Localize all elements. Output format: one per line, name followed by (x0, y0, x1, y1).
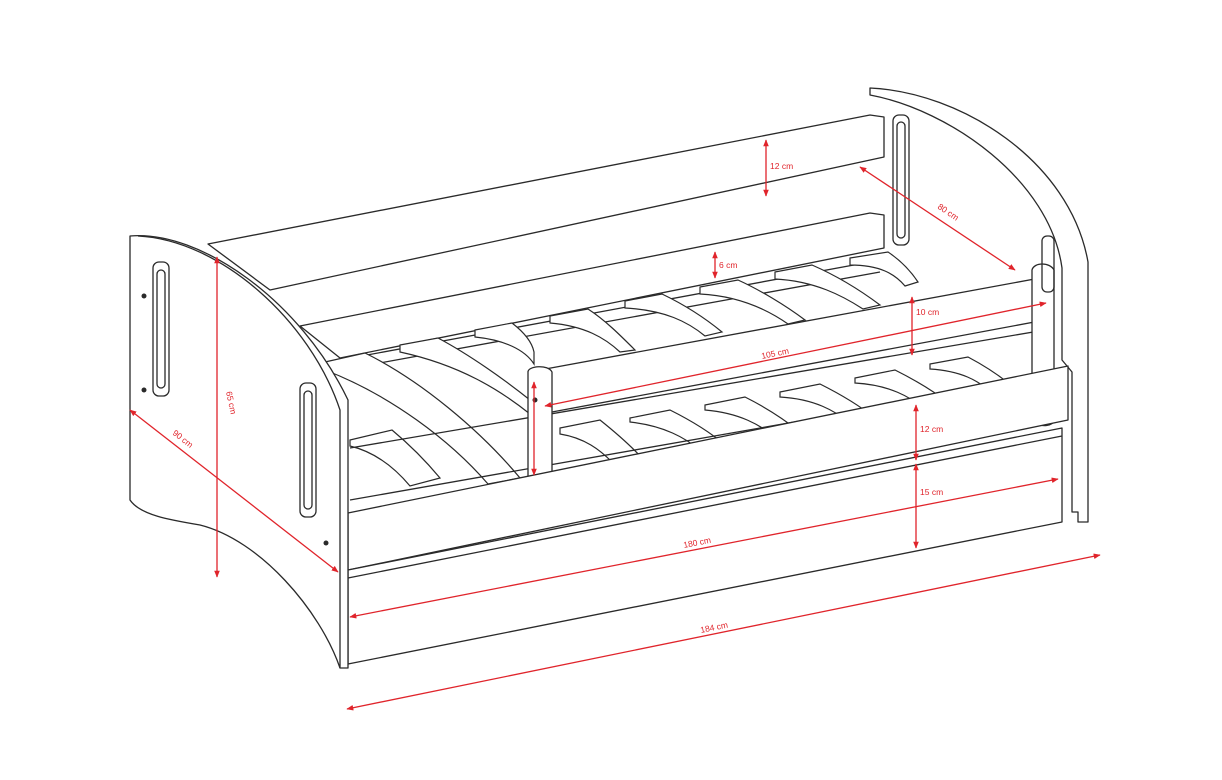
dim-length-total-label: 184 cm (699, 620, 728, 635)
slat (349, 429, 442, 487)
slat (474, 322, 535, 367)
dim-guard-length (544, 301, 1047, 408)
right-frame-post (1041, 235, 1055, 293)
slat (624, 293, 724, 337)
screw-icon (141, 387, 147, 393)
dim-length-total (346, 553, 1101, 711)
screw-icon (323, 540, 329, 546)
dim-slat-gap-label: 6 cm (719, 260, 737, 270)
dim-guard-rail-label: 10 cm (916, 307, 939, 317)
slat (849, 251, 919, 287)
dim-height-total-label: 65 cm (224, 390, 239, 415)
dim-drawer-label: 15 cm (920, 487, 943, 497)
screw-icon (532, 397, 538, 403)
left-footboard-handle-inner (156, 269, 166, 389)
right-headboard-handle-inner (896, 121, 906, 239)
back-rail-top (207, 114, 885, 291)
right-headboard (869, 87, 1089, 523)
left-footboard (129, 235, 349, 669)
left-footboard-edge (137, 235, 341, 668)
slat (549, 308, 637, 353)
left-footboard-handle (152, 261, 170, 397)
dim-back-board-label: 12 cm (770, 161, 793, 171)
screw-icon (141, 293, 147, 299)
dim-front-board-label: 12 cm (920, 424, 943, 434)
right-headboard-handle (892, 114, 910, 246)
dim-mattress-depth (859, 166, 1016, 271)
dim-depth-total (129, 409, 339, 573)
slat (774, 264, 882, 310)
